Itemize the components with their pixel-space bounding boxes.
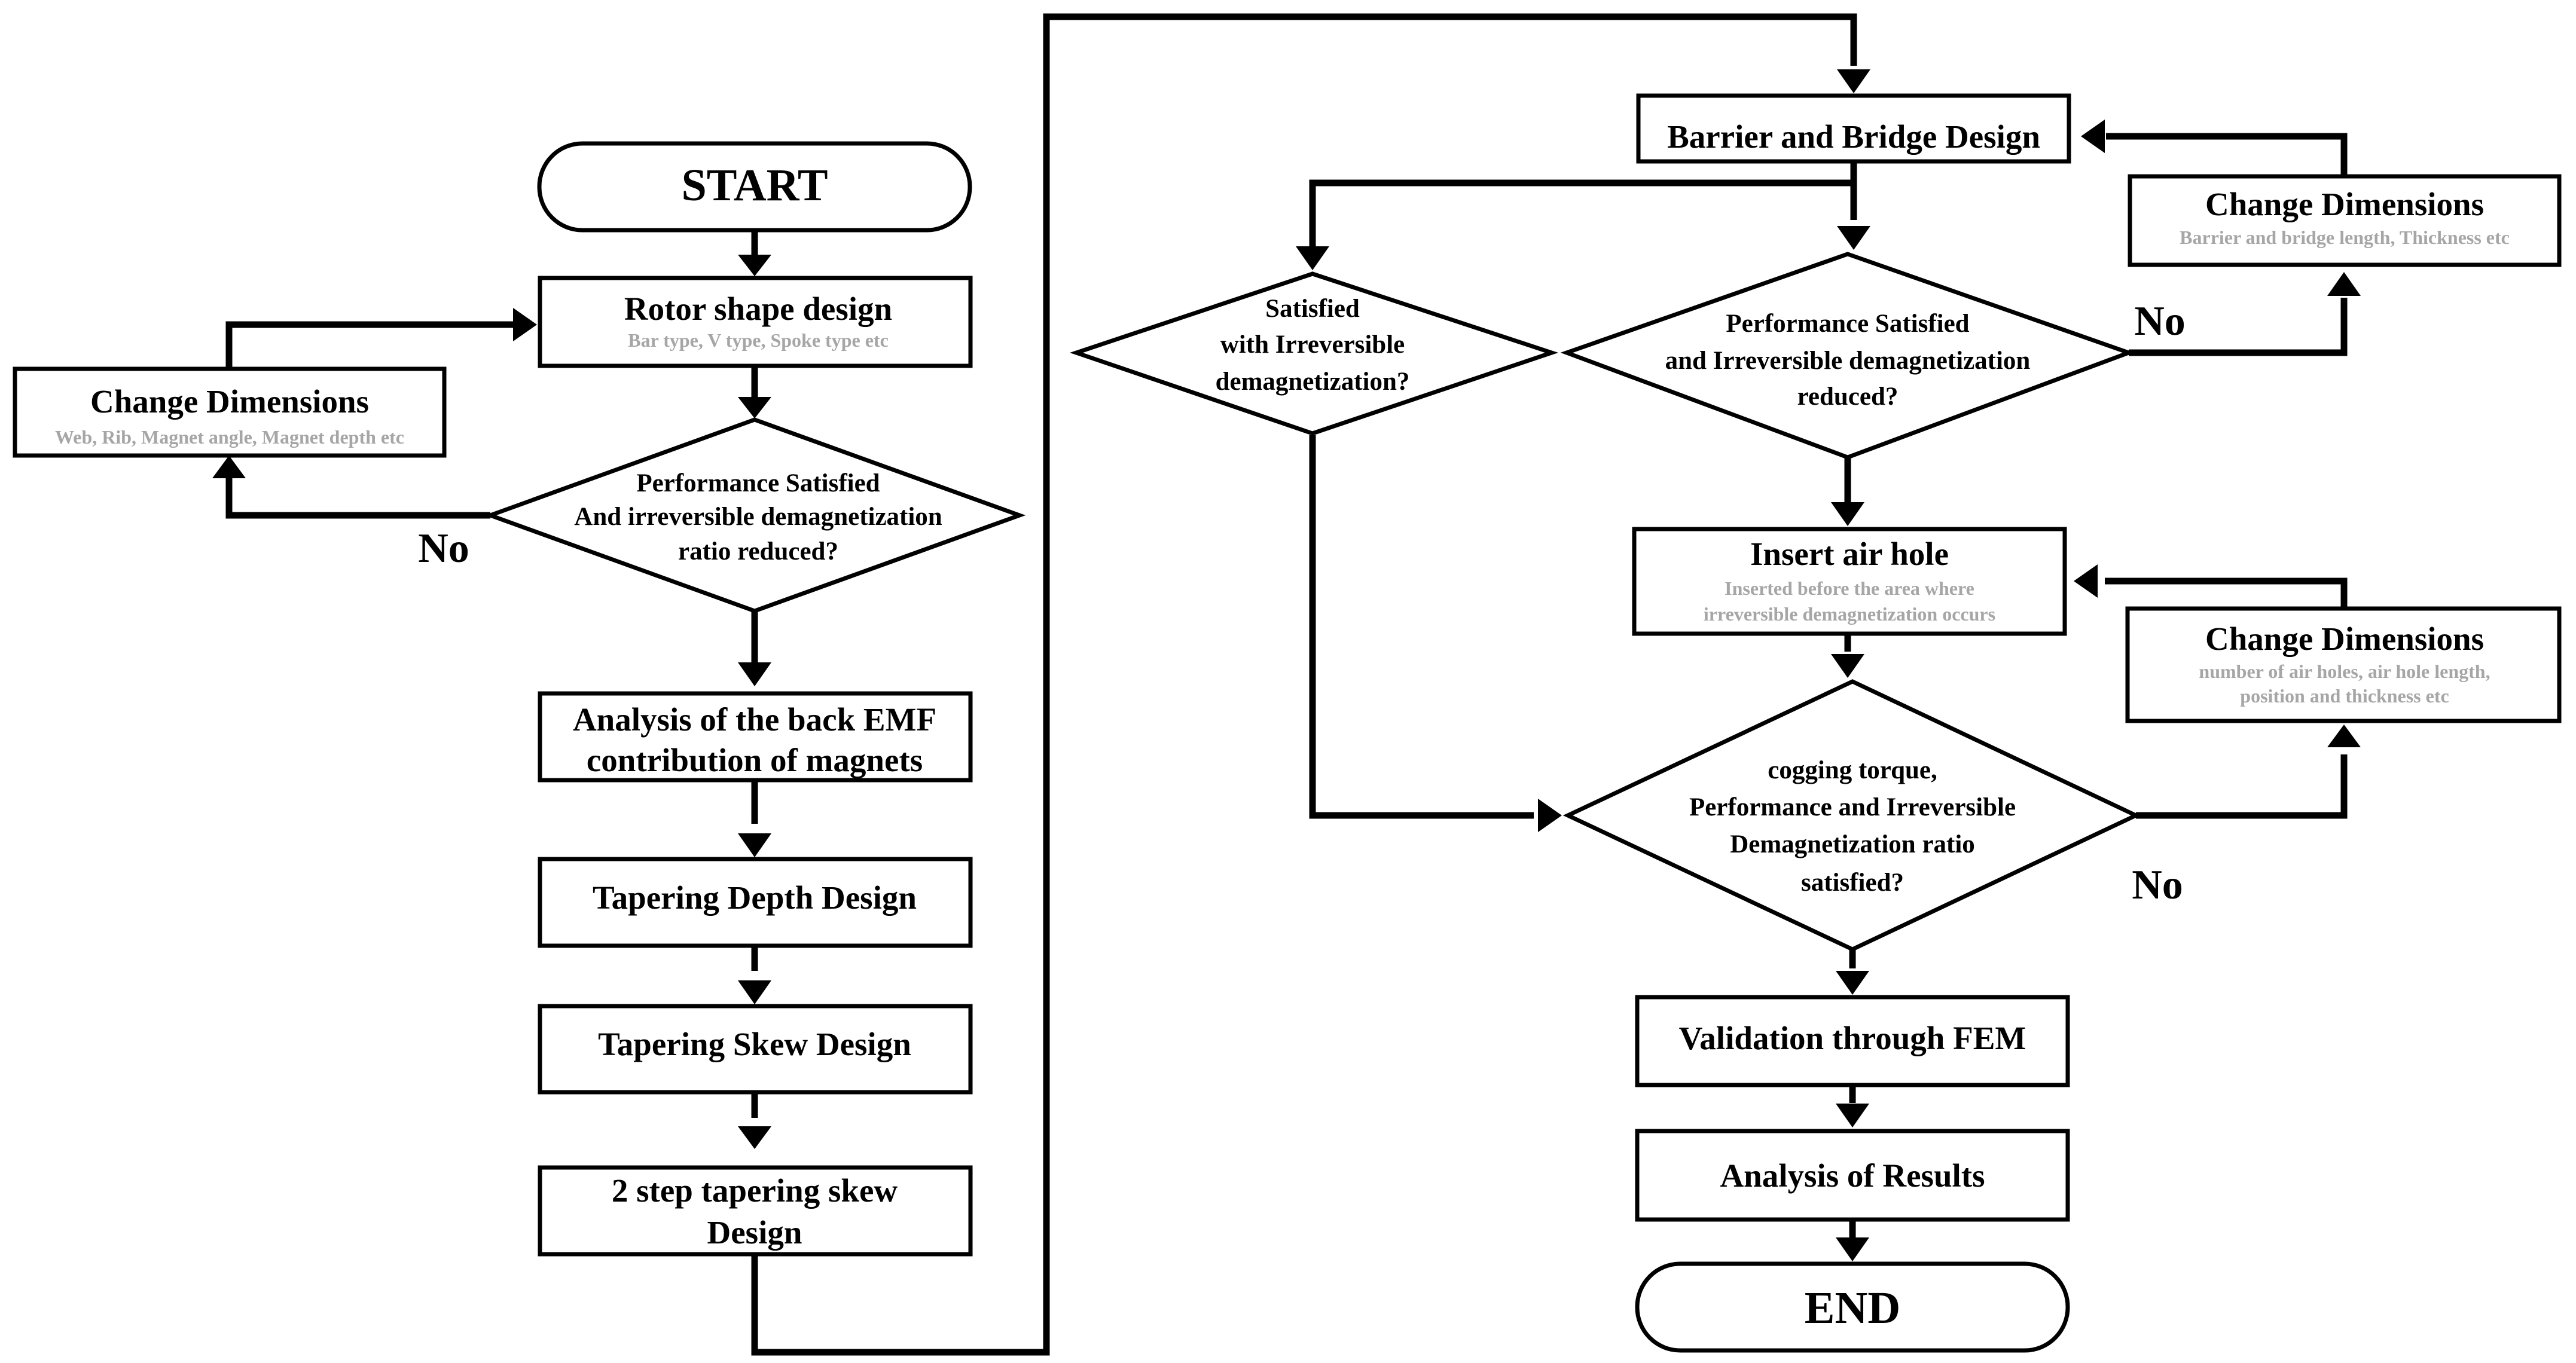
- analysis-results-label: Analysis of Results: [1720, 1157, 1985, 1194]
- arrowhead: [2081, 120, 2105, 153]
- arrowhead: [738, 662, 771, 686]
- arrowhead: [1296, 246, 1329, 270]
- decision-1-diamond: Performance Satisfied And irreversible d…: [484, 417, 1026, 613]
- tapering-depth-design-label: Tapering Depth Design: [593, 879, 917, 916]
- change-dimensions-3-box: Change Dimensions number of air holes, a…: [2125, 606, 2562, 723]
- edge-satisfied-to-decision3: [1309, 435, 1534, 819]
- change-dimensions-1-sub: Web, Rib, Magnet angle, Magnet depth etc: [55, 426, 404, 448]
- edge-decision2-no-to-change2: [2129, 298, 2348, 356]
- decision-3-line-4: satisfied?: [1801, 869, 1904, 897]
- arrowhead: [738, 255, 771, 276]
- arrowhead: [738, 980, 771, 1004]
- arrowhead: [212, 456, 246, 478]
- edge-change3-to-airhole: [2105, 577, 2348, 609]
- back-emf-line-1: Analysis of the back EMF: [573, 701, 936, 738]
- barrier-bridge-design-box: Barrier and Bridge Design: [1636, 93, 2071, 164]
- arrowhead: [1836, 971, 1869, 995]
- arrowhead: [1837, 226, 1870, 250]
- two-step-line-2: Design: [707, 1214, 802, 1251]
- edge-barrier-to-satisfied: [1309, 179, 1854, 246]
- decision-satisfied-line-2: with Irreversible: [1220, 331, 1405, 359]
- arrowheads: [212, 69, 2361, 1261]
- rotor-shape-design-sub: Bar type, V type, Spoke type etc: [628, 329, 889, 351]
- arrowhead: [1538, 799, 1562, 832]
- tapering-depth-design-box: Tapering Depth Design: [538, 857, 973, 948]
- change-dimensions-1-box: Change Dimensions Web, Rib, Magnet angle…: [13, 366, 447, 458]
- validation-fem-label: Validation through FEM: [1679, 1020, 2026, 1056]
- insert-air-hole-label: Insert air hole: [1750, 536, 1949, 572]
- connectors: [225, 13, 2348, 1356]
- decision-1-line-2: And irreversible demagnetization: [574, 503, 942, 531]
- change-dimensions-3-sub-1: number of air holes, air hole length,: [2199, 661, 2490, 682]
- insert-air-hole-box: Insert air hole Inserted before the area…: [1632, 527, 2067, 636]
- decision-satisfied-line-3: demagnetization?: [1216, 368, 1410, 396]
- arrowhead: [738, 397, 771, 418]
- edge-2step-to-barrier: [751, 13, 1857, 1356]
- arrowhead: [1837, 69, 1870, 93]
- arrowhead: [738, 1126, 771, 1149]
- rotor-shape-design-box: Rotor shape design Bar type, V type, Spo…: [538, 276, 973, 368]
- change-dimensions-3-label: Change Dimensions: [2205, 621, 2484, 657]
- two-step-line-1: 2 step tapering skew: [612, 1172, 898, 1209]
- edge-change2-to-barrier: [2106, 133, 2348, 176]
- decision-satisfied-diamond: Satisfied with Irreversible demagnetizat…: [1070, 271, 1559, 436]
- barrier-bridge-design-label: Barrier and Bridge Design: [1667, 118, 2040, 155]
- back-emf-line-2: contribution of magnets: [587, 742, 923, 778]
- analysis-results-box: Analysis of Results: [1635, 1129, 2070, 1222]
- tapering-skew-design-box: Tapering Skew Design: [538, 1004, 973, 1095]
- no-label-1: No: [418, 525, 469, 572]
- rotor-shape-design-label: Rotor shape design: [624, 291, 892, 327]
- decision-1-line-1: Performance Satisfied: [636, 469, 880, 497]
- change-dimensions-1-label: Change Dimensions: [90, 383, 369, 420]
- no-label-2: No: [2134, 298, 2186, 344]
- decision-3-diamond: cogging torque, Performance and Irrevers…: [1562, 679, 2141, 952]
- decision-2-line-3: reduced?: [1797, 383, 1899, 411]
- decision-1-line-3: ratio reduced?: [678, 537, 838, 566]
- arrowhead: [1836, 1237, 1869, 1261]
- decision-3-line-3: Demagnetization ratio: [1730, 830, 1975, 858]
- arrowhead: [738, 833, 771, 857]
- start-terminal: START: [537, 141, 972, 233]
- no-label-3: No: [2132, 862, 2183, 908]
- two-step-tapering-skew-box: 2 step tapering skew Design: [538, 1165, 973, 1257]
- tapering-skew-design-label: Tapering Skew Design: [598, 1026, 911, 1062]
- decision-2-diamond: Performance Satisfied and Irreversible d…: [1560, 252, 2135, 460]
- edge-decision3-no-to-change3: [2136, 754, 2348, 819]
- change-dimensions-2-box: Change Dimensions Barrier and bridge len…: [2128, 174, 2562, 267]
- decision-satisfied-line-1: Satisfied: [1265, 295, 1360, 323]
- arrowhead: [1831, 654, 1864, 678]
- decision-2-line-2: and Irreversible demagnetization: [1665, 347, 2031, 375]
- edge-decision1-no-to-change1: [225, 475, 490, 519]
- decision-3-line-1: cogging torque,: [1768, 756, 1937, 784]
- decision-3-line-2: Performance and Irreversible: [1689, 793, 2016, 821]
- insert-air-hole-sub-1: Inserted before the area where: [1725, 577, 1974, 599]
- back-emf-analysis-box: Analysis of the back EMF contribution of…: [538, 691, 973, 783]
- end-label: END: [1805, 1283, 1900, 1333]
- insert-air-hole-sub-2: irreversible demagnetization occurs: [1704, 603, 1995, 625]
- change-dimensions-2-sub: Barrier and bridge length, Thickness etc: [2180, 227, 2510, 248]
- change-dimensions-2-label: Change Dimensions: [2205, 186, 2484, 222]
- arrowhead: [2074, 564, 2098, 598]
- validation-fem-box: Validation through FEM: [1635, 995, 2070, 1087]
- arrowhead: [1836, 1104, 1869, 1127]
- change-dimensions-3-sub-2: position and thickness etc: [2240, 685, 2449, 707]
- decision-2-line-1: Performance Satisfied: [1726, 310, 1969, 338]
- start-label: START: [681, 160, 828, 210]
- arrowhead: [513, 308, 537, 341]
- arrowhead: [2327, 272, 2361, 296]
- arrowhead: [2327, 725, 2361, 747]
- edge-change1-to-rotor: [225, 321, 514, 369]
- arrowhead: [1831, 502, 1864, 526]
- end-terminal: END: [1635, 1261, 2070, 1353]
